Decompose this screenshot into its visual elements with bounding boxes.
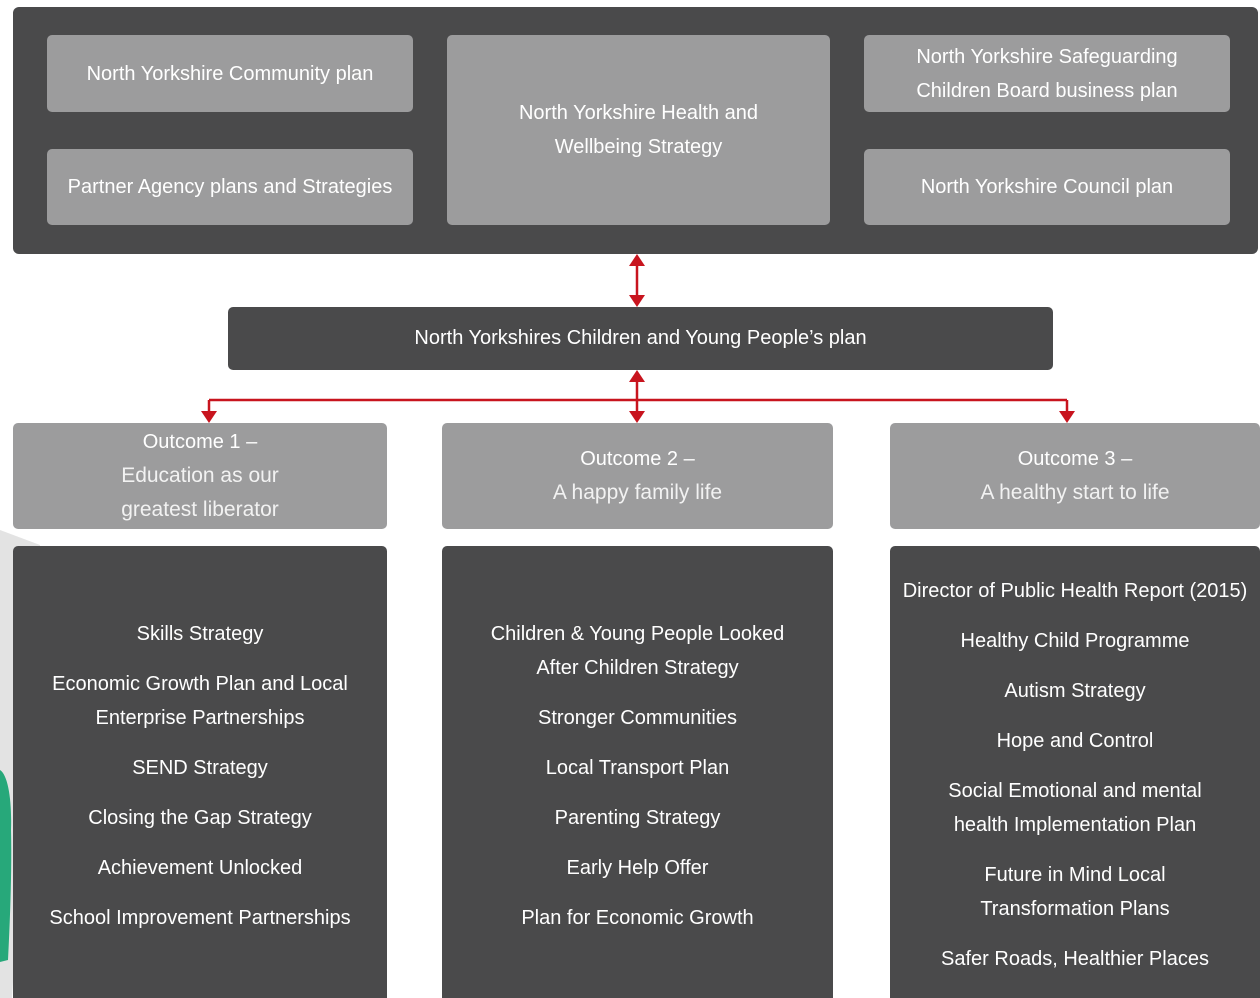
outcome-2-title: A happy family life: [552, 481, 723, 504]
strategy-item: Parenting Strategy: [554, 807, 721, 829]
council-plan-box: North Yorkshire Council plan: [864, 149, 1230, 225]
central-plan-label: North Yorkshires Children and Young Peop…: [414, 327, 867, 349]
strategy-item: Future in Mind Local Transformation Plan…: [980, 864, 1170, 920]
outcome-3-strategies: Director of Public Health Report (2015) …: [890, 546, 1260, 998]
strategy-item: Director of Public Health Report (2015): [902, 580, 1248, 602]
bottom-connector-arrowhead-down-2: [629, 411, 645, 423]
strategy-item: Achievement Unlocked: [97, 857, 303, 879]
outcome-3-title: A healthy start to life: [980, 481, 1170, 504]
strategy-item: Early Help Offer: [566, 857, 709, 879]
outcome-1-strategies: Skills Strategy Economic Growth Plan and…: [13, 546, 387, 998]
strategy-item: SEND Strategy: [132, 757, 268, 779]
safeguarding-box: North Yorkshire Safeguarding Children Bo…: [864, 35, 1230, 112]
bottom-connector-arrowhead-up: [629, 370, 645, 382]
bottom-connector-arrowhead-down-3: [1059, 411, 1075, 423]
strategy-item: Local Transport Plan: [545, 757, 730, 779]
strategy-item: Stronger Communities: [538, 707, 737, 729]
strategy-item: Hope and Control: [996, 730, 1154, 752]
strategy-item: School Improvement Partnerships: [49, 907, 351, 929]
partner-plans-box: Partner Agency plans and Strategies: [47, 149, 413, 225]
outcome-1-box: Outcome 1 – Education as our greatest li…: [13, 423, 387, 529]
strategy-item: Economic Growth Plan and Local Enterpris…: [52, 673, 348, 729]
community-plan-box: North Yorkshire Community plan: [47, 35, 413, 112]
green-blob-decoration: [0, 770, 12, 962]
strategy-item: Plan for Economic Growth: [521, 907, 754, 929]
strategy-item: Healthy Child Programme: [960, 630, 1190, 652]
strategy-item: Autism Strategy: [1004, 680, 1146, 702]
top-connector-arrowhead-up: [629, 254, 645, 266]
council-plan-label: North Yorkshire Council plan: [920, 176, 1174, 198]
outcome-3-label: Outcome 3 –: [1017, 448, 1133, 470]
health-wellbeing-label: North Yorkshire Health and Wellbeing Str…: [518, 102, 759, 158]
outcome-1-label: Outcome 1 –: [142, 431, 258, 453]
bottom-connector-arrowhead-down-1: [201, 411, 217, 423]
strategy-item: Skills Strategy: [136, 623, 264, 645]
strategy-item: Safer Roads, Healthier Places: [941, 948, 1209, 970]
outcome-3-box: Outcome 3 – A healthy start to life: [890, 423, 1260, 529]
outcome-1-title: Education as our greatest liberator: [121, 464, 279, 521]
outcome-2-box: Outcome 2 – A happy family life: [442, 423, 833, 529]
outcome-2-strategies: Children & Young People Looked After Chi…: [442, 546, 833, 998]
strategy-item: Closing the Gap Strategy: [88, 807, 312, 829]
strategy-item: Social Emotional and mental health Imple…: [948, 780, 1202, 836]
safeguarding-label: North Yorkshire Safeguarding Children Bo…: [916, 45, 1178, 102]
outcome-2-label: Outcome 2 –: [580, 448, 695, 470]
strategy-item: Children & Young People Looked After Chi…: [490, 623, 785, 679]
partner-plans-label: Partner Agency plans and Strategies: [67, 176, 393, 198]
community-plan-label: North Yorkshire Community plan: [86, 62, 374, 85]
top-connector-arrowhead-down: [629, 295, 645, 307]
central-plan-bar: North Yorkshires Children and Young Peop…: [228, 307, 1053, 370]
health-wellbeing-box: North Yorkshire Health and Wellbeing Str…: [447, 35, 830, 225]
